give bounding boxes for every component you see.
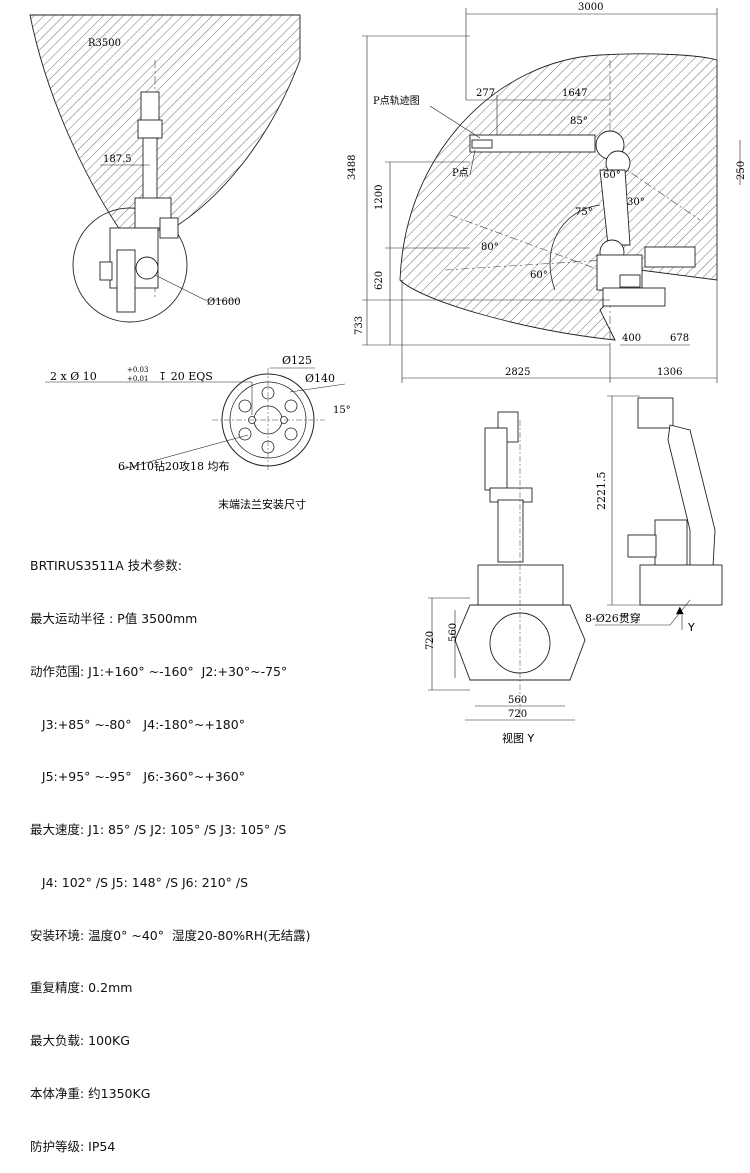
spec-line: J3:+85° ~-80° J4:-180°~+180° bbox=[30, 716, 245, 732]
dim-733: 733 bbox=[354, 316, 365, 335]
angle-85: 85° bbox=[570, 116, 588, 127]
dim-277: 277 bbox=[476, 88, 495, 99]
spec-line: 动作范围: J1:+160° ~-160° J2:+30°~-75° bbox=[30, 663, 288, 679]
dim-3000: 3000 bbox=[578, 2, 603, 13]
robot-side-view bbox=[469, 130, 696, 307]
view-y-caption: 视图 Y bbox=[502, 731, 534, 745]
dim-560-left: 560 bbox=[448, 623, 459, 642]
spec-line: 最大速度: J1: 85° /S J2: 105° /S J3: 105° /S bbox=[30, 822, 287, 838]
drawing-canvas: 187.5 R3500 Ø1600 P点 P点轨迹图 85° bbox=[29, 2, 747, 745]
offset-label: 187.5 bbox=[103, 154, 132, 165]
side-view: 2221.5 8-Ø26贯穿 ▲ Y bbox=[585, 395, 723, 634]
hole-label: 8-Ø26贯穿 bbox=[585, 611, 641, 625]
radius-label: R3500 bbox=[88, 38, 121, 49]
angle-60b: 60° bbox=[530, 270, 548, 281]
angle-80: 80° bbox=[481, 242, 499, 253]
dia-140: Ø140 bbox=[305, 372, 335, 385]
spec-line: J5:+95° ~-95° J6:-360°~+360° bbox=[30, 769, 245, 785]
dim-560-bottom: 560 bbox=[508, 695, 527, 706]
dim-400: 400 bbox=[622, 333, 641, 344]
dia-125: Ø125 bbox=[282, 354, 312, 367]
dim-678: 678 bbox=[670, 333, 689, 344]
spec-line: 最大运动半径 : P值 3500mm bbox=[30, 610, 198, 626]
front-view: 720 560 560 720 视图 Y bbox=[425, 411, 586, 745]
view-arrow-label: Y bbox=[687, 621, 695, 634]
flange-drawing: 2 x Ø 10 +0.03 +0.01 ↧ 20 EQS Ø125 Ø140 … bbox=[45, 354, 351, 511]
spec-title: BRTIRUS3511A 技术参数: bbox=[30, 558, 182, 574]
top-view-workspace: 187.5 R3500 Ø1600 bbox=[29, 14, 301, 323]
thread-spec: 6-M10钻20攻18 均布 bbox=[118, 459, 229, 473]
side-workspace: P点 P点轨迹图 85° 60° 30° 75° 80° 60° bbox=[347, 2, 747, 383]
robot-top-view bbox=[99, 91, 179, 313]
flange-caption: 末端法兰安装尺寸 bbox=[218, 497, 306, 511]
dim-1306: 1306 bbox=[657, 367, 682, 378]
base-circle bbox=[72, 207, 188, 323]
angle-75: 75° bbox=[575, 207, 593, 218]
depth-spec: ↧ 20 EQS bbox=[158, 370, 213, 383]
dim-1200: 1200 bbox=[374, 185, 385, 210]
tol-upper: +0.03 bbox=[127, 366, 148, 374]
spec-line: J4: 102° /S J5: 148° /S J6: 210° /S bbox=[30, 874, 249, 890]
base-dia-label: Ø1600 bbox=[207, 297, 241, 308]
dim-720-bottom: 720 bbox=[508, 709, 527, 720]
dim-2825: 2825 bbox=[505, 367, 530, 378]
view-arrow-icon: ▲ bbox=[676, 605, 684, 616]
angle-15: 15° bbox=[333, 405, 351, 416]
angle-30: 30° bbox=[627, 197, 645, 208]
dim-620: 620 bbox=[374, 271, 385, 290]
spec-line: 重复精度: 0.2mm bbox=[30, 980, 133, 996]
spec-line: 最大负载: 100KG bbox=[30, 1033, 130, 1049]
tol-lower: +0.01 bbox=[127, 375, 148, 383]
dim-3488: 3488 bbox=[347, 155, 358, 180]
dim-1647: 1647 bbox=[562, 88, 587, 99]
flange-holes bbox=[238, 386, 298, 454]
dim-250: 250 bbox=[736, 161, 747, 180]
spec-line: 本体净重: 约1350KG bbox=[30, 1086, 151, 1101]
spec-panel: BRTIRUS3511A 技术参数: 最大运动半径 : P值 3500mm 动作… bbox=[30, 522, 390, 1173]
p-point-label: P点 bbox=[452, 167, 469, 179]
trajectory-label: P点轨迹图 bbox=[373, 94, 420, 107]
angle-60a: 60° bbox=[603, 170, 621, 181]
hole-spec: 2 x Ø 10 bbox=[50, 370, 97, 383]
spec-line: 防护等级: IP54 bbox=[30, 1138, 116, 1154]
height-label: 2221.5 bbox=[595, 472, 608, 511]
spec-line: 安装环境: 温度0° ~40° 湿度20-80%RH(无结露) bbox=[30, 927, 311, 943]
dim-720-left: 720 bbox=[425, 631, 436, 650]
